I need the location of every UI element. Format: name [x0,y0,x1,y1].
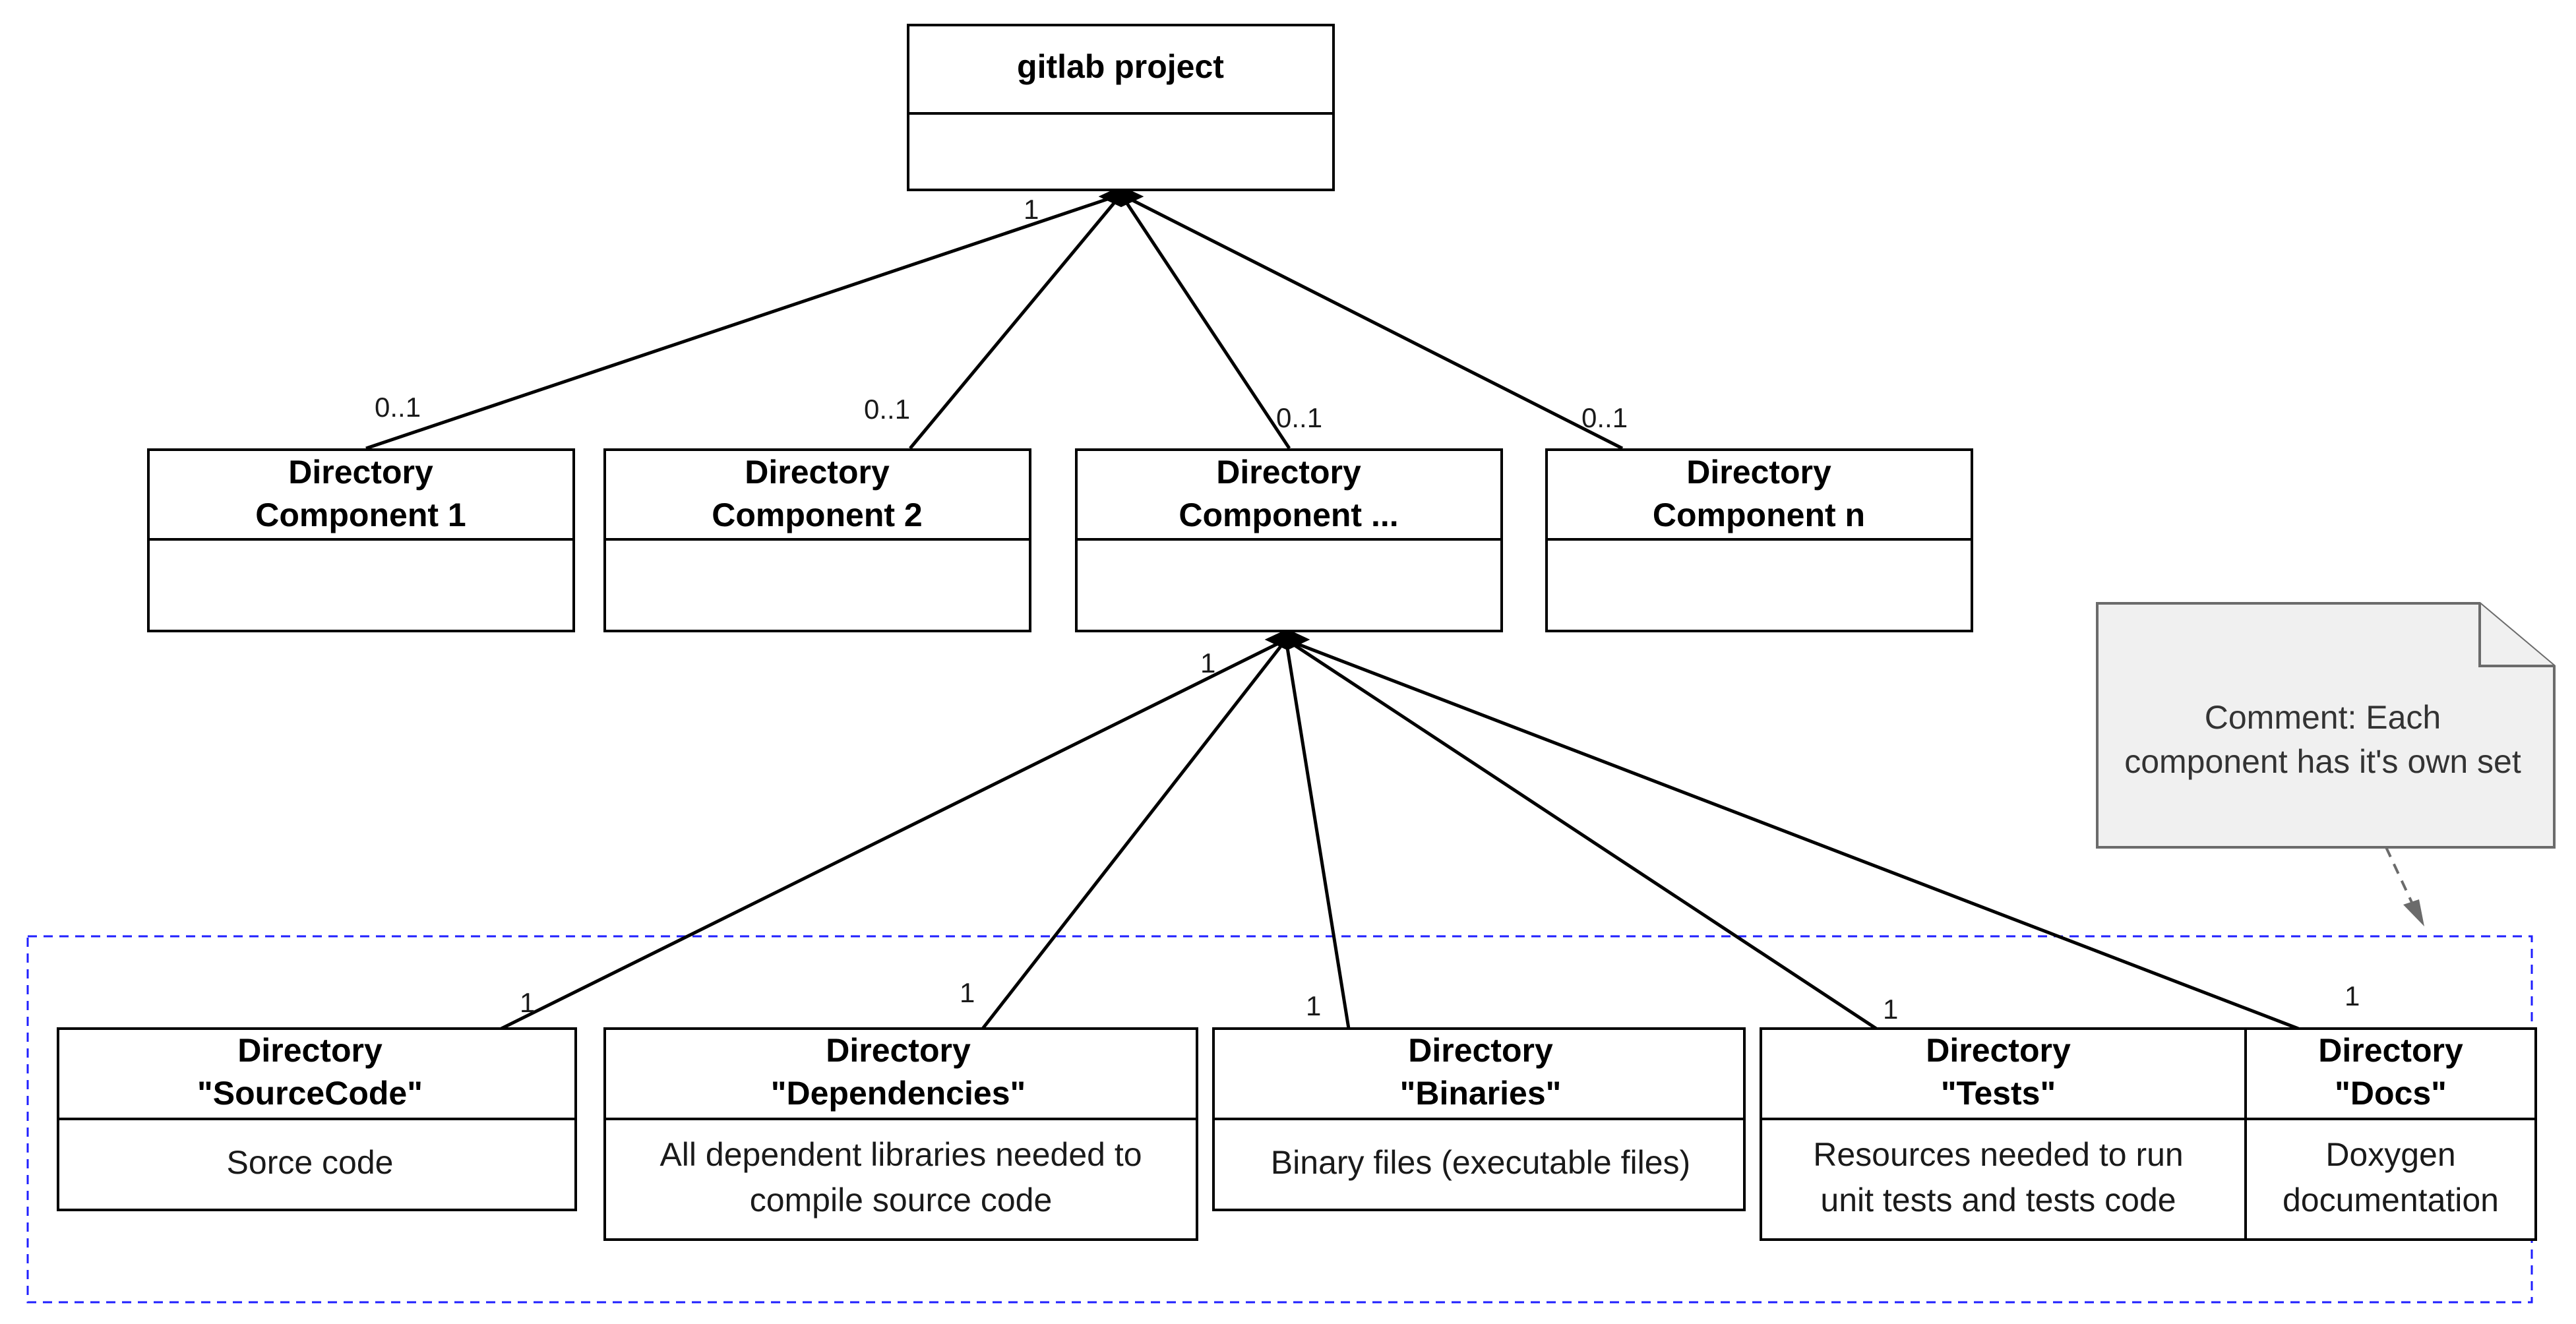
edge-component-tests [1285,638,1878,1031]
class-box-title-line1: Directory [1686,454,1831,491]
root-multiplicities: 1 0..1 0..1 0..1 0..1 [375,194,1628,433]
multiplicity-root: 1 [1024,194,1039,225]
edge-root-component-2 [909,193,1122,450]
class-box-frame [603,1027,1198,1241]
component-multiplicities: 1 1 1 1 1 1 [520,647,2360,1025]
class-box-title-line2: "Docs" [2335,1075,2447,1112]
class-box-dependencies[interactable]: Directory "Dependencies" All dependent l… [603,1027,1198,1241]
edge-component-sourcecode [500,638,1287,1031]
class-box-title-line1: Directory [745,454,890,491]
class-box-body-line1: Doxygen [2325,1136,2455,1173]
class-box-title-line1: Directory [2318,1032,2463,1069]
class-box-gitlab-project[interactable]: gitlab project [907,24,1335,191]
class-box-frame [907,24,1335,191]
note-line2: component has it's own set [2124,743,2521,780]
note-line1: Comment: Each [2205,699,2441,736]
multiplicity-sourcecode: 1 [520,987,535,1018]
class-box-title-line1: Directory [1408,1032,1553,1069]
class-box-docs[interactable]: Directory "Docs" Doxygen documentation [2244,1027,2537,1241]
class-box-body-line1: Binary files (executable files) [1271,1144,1690,1181]
class-box-title: gitlab project [1017,48,1224,85]
note-body [2096,602,2556,849]
class-box-title-line2: Component 1 [255,496,466,533]
arrow-head-icon [2403,899,2424,926]
class-box-title-line2: "Tests" [1941,1075,2056,1112]
edge-component-dependencies [981,638,1287,1030]
composition-diamond-root [1098,185,1144,208]
edge-component-binaries [1284,639,1351,1029]
class-box-title-line1: Directory [1926,1032,2071,1069]
multiplicity-component-2: 0..1 [864,394,910,425]
class-box-body-line2: unit tests and tests code [1820,1182,2176,1219]
class-box-body-line2: compile source code [750,1182,1053,1219]
class-box-component-2[interactable]: Directory Component 2 [603,448,1031,632]
note-link [2385,847,2424,926]
multiplicity-component-1: 0..1 [375,392,421,423]
class-box-title-line2: Component 2 [712,496,922,533]
class-box-body-line1: All dependent libraries needed to [659,1136,1142,1173]
class-box-title-line2: "Dependencies" [771,1075,1026,1112]
comment-note[interactable]: Comment: Each component has it's own set [2096,602,2556,849]
class-box-title-line1: Directory [288,454,433,491]
class-box-title-line2: "Binaries" [1400,1075,1562,1112]
multiplicity-dependencies: 1 [960,977,975,1008]
edge-component-docs [1285,638,2299,1031]
multiplicity-docs: 1 [2345,980,2360,1011]
class-box-body-line1: Resources needed to run [1813,1136,2183,1173]
multiplicity-tests: 1 [1883,994,1898,1025]
multiplicity-component-3: 0..1 [1276,402,1322,433]
edge-root-component-3 [1119,193,1291,450]
class-box-frame [1760,1027,2248,1241]
root-edges [365,193,1624,450]
multiplicity-component-parent: 1 [1200,647,1215,678]
multiplicity-binaries: 1 [1306,990,1321,1021]
component-edges [500,638,2299,1031]
subdirectory-group-boundary [26,935,2533,1304]
composition-diamond-component [1264,628,1310,651]
class-box-tests[interactable]: Directory "Tests" Resources needed to ru… [1760,1027,2248,1241]
note-fold-corner [2478,603,2554,667]
class-box-component-3[interactable]: Directory Component ... [1075,448,1503,632]
class-box-title-line1: Directory [237,1032,383,1069]
class-box-component-1[interactable]: Directory Component 1 [147,448,575,632]
class-box-title-line1: Directory [826,1032,971,1069]
class-box-title-line1: Directory [1216,454,1361,491]
class-box-body-line2: documentation [2283,1182,2499,1219]
multiplicity-component-n: 0..1 [1581,402,1628,433]
note-link-line [2385,847,2415,907]
class-box-sourcecode[interactable]: Directory "SourceCode" Sorce code [57,1027,577,1211]
class-box-title-line2: "SourceCode" [197,1075,423,1112]
edge-root-component-1 [365,193,1122,450]
class-box-component-n[interactable]: Directory Component n [1545,448,1973,632]
class-box-body-line1: Sorce code [227,1144,394,1181]
class-box-title-line2: Component n [1653,496,1865,533]
class-box-binaries[interactable]: Directory "Binaries" Binary files (execu… [1212,1027,1746,1211]
class-box-frame [2244,1027,2537,1241]
class-box-title-line2: Component ... [1179,496,1398,533]
edge-root-component-n [1120,193,1624,450]
